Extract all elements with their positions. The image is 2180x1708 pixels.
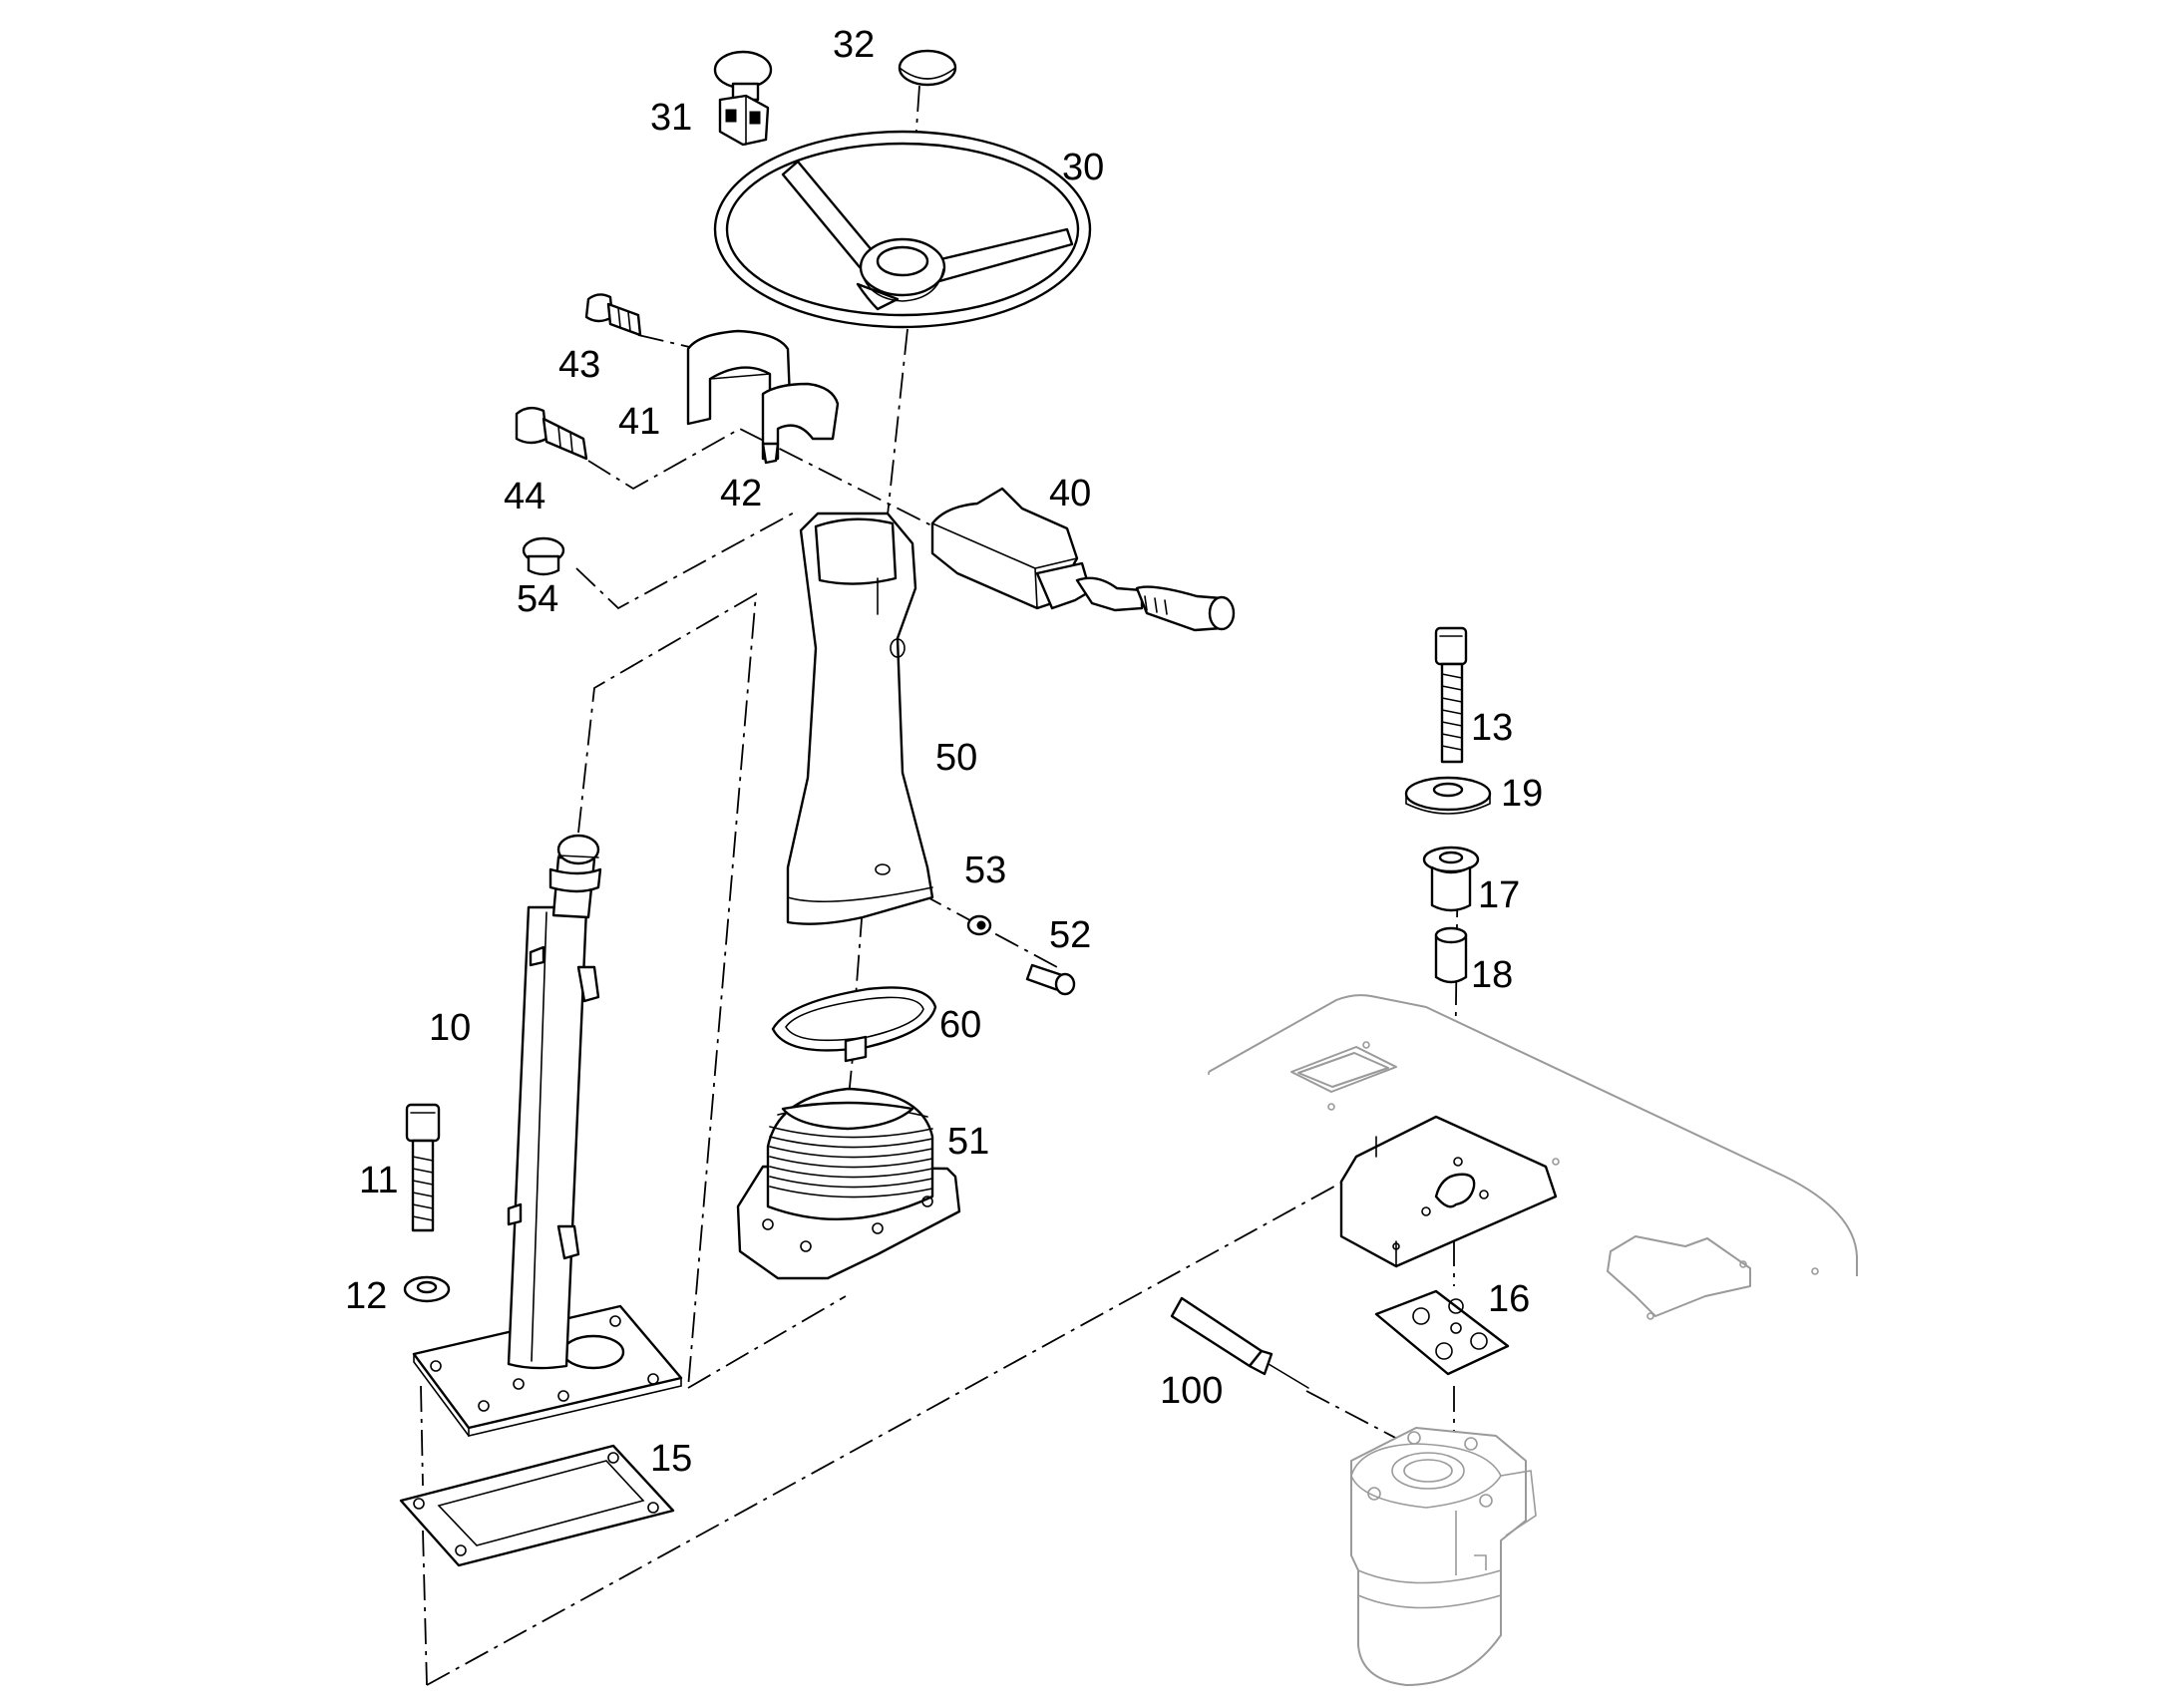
callout-44: 44 bbox=[504, 476, 545, 517]
column-cover bbox=[786, 512, 934, 925]
callout-43: 43 bbox=[558, 344, 600, 386]
part-callouts: 10 11 12 13 15 16 17 18 19 30 31 32 40 4… bbox=[345, 24, 1543, 1480]
callout-11: 11 bbox=[359, 1160, 398, 1201]
callout-40: 40 bbox=[1049, 473, 1091, 514]
callout-18: 18 bbox=[1471, 954, 1513, 996]
callout-53: 53 bbox=[964, 850, 1006, 891]
callout-30: 30 bbox=[1062, 147, 1104, 188]
callout-60: 60 bbox=[939, 1004, 981, 1046]
column-clamp-halves bbox=[686, 329, 840, 465]
valve-gasket-plate bbox=[1374, 1289, 1510, 1376]
callout-32: 32 bbox=[833, 24, 875, 66]
steering-knob bbox=[713, 50, 773, 147]
valve-screw-stack bbox=[1404, 626, 1492, 984]
callout-51: 51 bbox=[947, 1121, 989, 1163]
clamp-screws bbox=[515, 293, 642, 461]
callout-10: 10 bbox=[429, 1007, 471, 1049]
callout-16: 16 bbox=[1488, 1278, 1530, 1320]
cover-plug bbox=[522, 536, 565, 576]
callout-31: 31 bbox=[650, 97, 692, 139]
hose-clamp-band bbox=[771, 986, 937, 1063]
callout-100: 100 bbox=[1160, 1370, 1223, 1412]
valve-mounting-bracket bbox=[1339, 1115, 1558, 1268]
callout-54: 54 bbox=[517, 578, 558, 620]
multifunction-lever-switch bbox=[930, 487, 1236, 632]
callout-52: 52 bbox=[1049, 914, 1091, 956]
steering-wheel bbox=[713, 130, 1092, 329]
callout-12: 12 bbox=[345, 1275, 387, 1317]
callout-19: 19 bbox=[1501, 773, 1543, 815]
callout-41: 41 bbox=[618, 401, 660, 443]
callout-50: 50 bbox=[935, 737, 977, 779]
sealant-tube bbox=[1170, 1296, 1309, 1389]
steering-column-tube bbox=[412, 834, 683, 1438]
callout-15: 15 bbox=[650, 1438, 692, 1480]
cover-screw-and-washer bbox=[966, 914, 1076, 996]
floor-panel bbox=[1208, 994, 1858, 1320]
rubber-boot bbox=[736, 1087, 961, 1280]
callout-42: 42 bbox=[720, 473, 762, 514]
callout-17: 17 bbox=[1478, 874, 1520, 916]
mounting-bolt-and-washer bbox=[403, 1103, 451, 1303]
callout-13: 13 bbox=[1471, 707, 1513, 749]
hub-cap bbox=[898, 49, 957, 87]
column-base-gasket bbox=[399, 1444, 675, 1567]
steering-valve bbox=[1350, 1427, 1537, 1686]
